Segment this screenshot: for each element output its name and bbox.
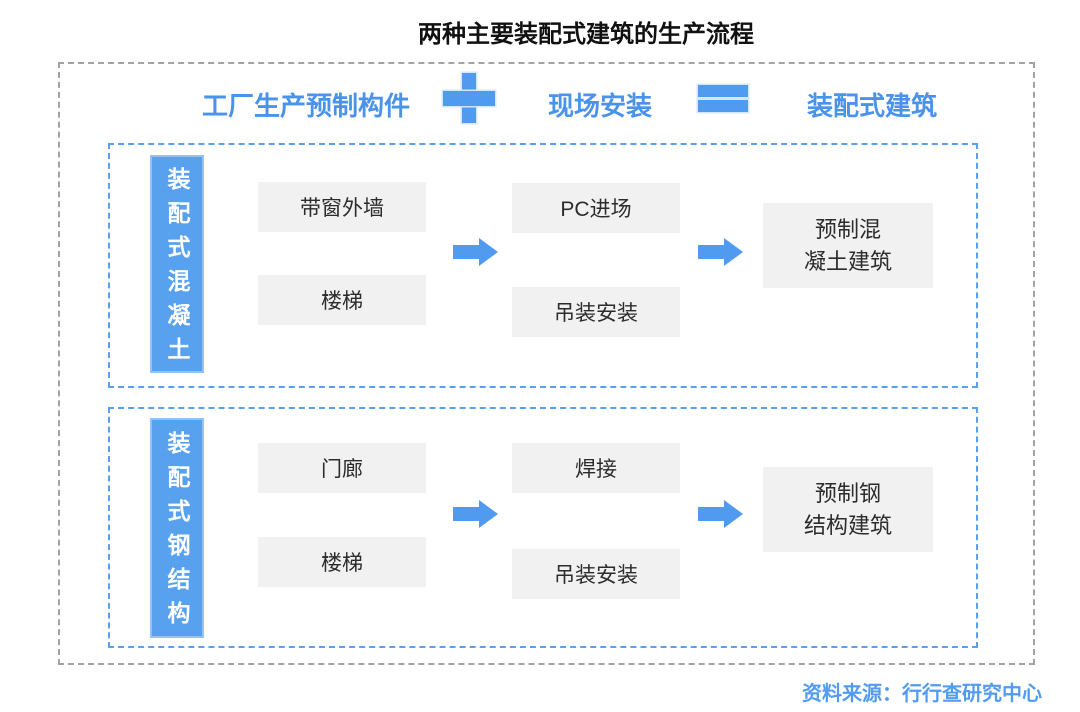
- arrow-right-icon: [698, 238, 743, 266]
- concrete-factory-item-2: 楼梯: [258, 275, 426, 325]
- header-factory-label: 工厂生产预制构件: [201, 91, 411, 121]
- header-site-label: 现场安装: [547, 91, 653, 121]
- plus-icon: [443, 73, 495, 123]
- steel-site-item-2: 吊装安装: [512, 549, 680, 599]
- header-result-label: 装配式建筑: [806, 91, 938, 121]
- section-steel-frame: [108, 407, 978, 648]
- section-concrete-frame: [108, 143, 978, 388]
- steel-site-item-1: 焊接: [512, 443, 680, 493]
- steel-result-line-1: 预制钢: [814, 480, 881, 506]
- data-source-note: 资料来源：行行查研究中心: [802, 683, 1042, 705]
- steel-result-box: 预制钢 结构建筑: [763, 467, 933, 552]
- steel-factory-item-1: 门廊: [258, 443, 426, 493]
- section-concrete-category-label: 装配式混凝土: [150, 155, 204, 373]
- plus-icon-horizontal-bar: [443, 91, 495, 106]
- equals-icon: [698, 85, 748, 112]
- equals-icon-top-bar: [698, 85, 748, 97]
- page-title: 两种主要装配式建筑的生产流程: [418, 21, 754, 48]
- section-steel-category-label: 装配式钢结构: [150, 418, 204, 638]
- arrow-right-icon: [698, 500, 743, 528]
- concrete-result-box: 预制混 凝土建筑: [763, 203, 933, 288]
- concrete-site-item-2: 吊装安装: [512, 287, 680, 337]
- equals-icon-bottom-bar: [698, 100, 748, 112]
- arrow-right-icon: [453, 500, 498, 528]
- concrete-site-item-1: PC进场: [512, 183, 680, 233]
- outer-frame: [58, 62, 1035, 665]
- concrete-result-line-1: 预制混: [814, 216, 881, 242]
- steel-result-line-2: 结构建筑: [803, 512, 892, 538]
- steel-factory-item-2: 楼梯: [258, 537, 426, 587]
- concrete-result-line-2: 凝土建筑: [803, 248, 892, 274]
- concrete-factory-item-1: 带窗外墙: [258, 182, 426, 232]
- arrow-right-icon: [453, 238, 498, 266]
